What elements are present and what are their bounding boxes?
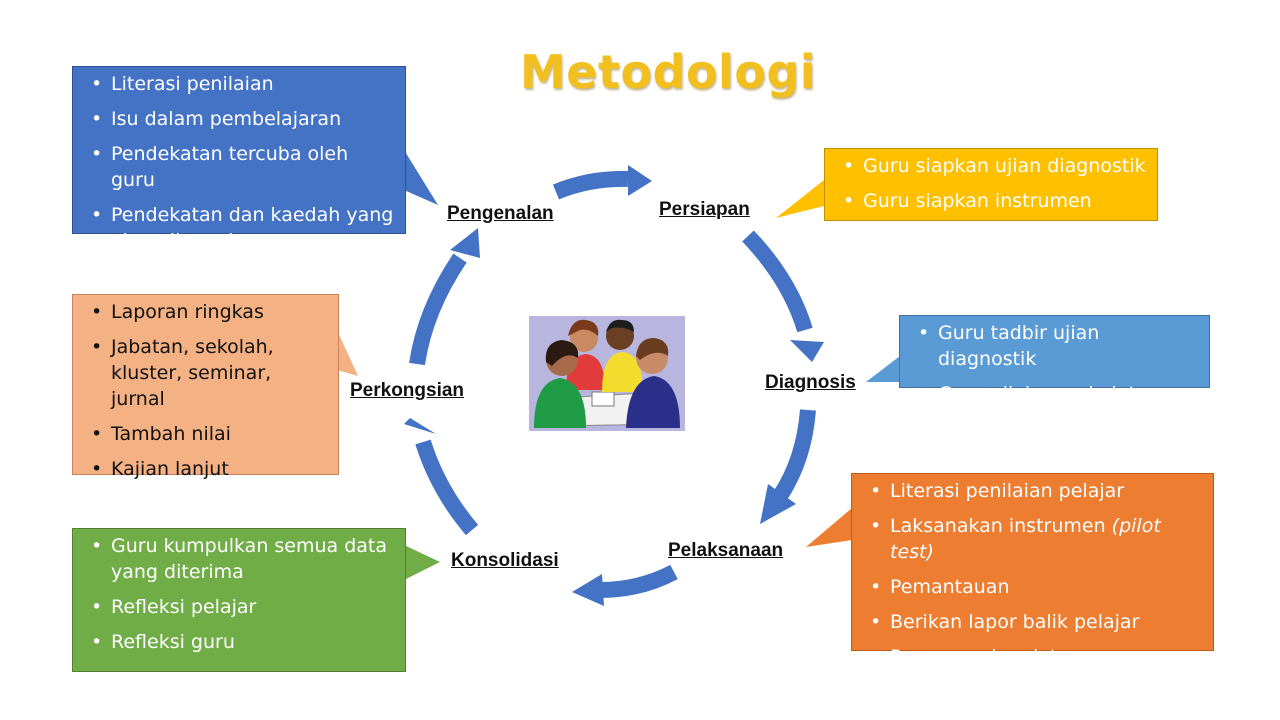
diagnosis-list: Guru tadbir ujian diagnostik Guru nilai … (910, 320, 1199, 407)
arrow-perkongsian-pengenalan (417, 258, 460, 364)
pengenalan-callout-pointer (404, 150, 438, 205)
list-item: Kajian lanjut (83, 456, 328, 482)
diagnosis-callout-pointer (866, 356, 900, 382)
list-item: Guru kumpulkan semua data yang diterima (83, 533, 395, 585)
list-item: Pendekatan tercuba oleh guru (83, 141, 395, 193)
konsolidasi-box: Guru kumpulkan semua data yang diterima … (72, 528, 406, 672)
list-item: Laporan ringkas (83, 299, 328, 325)
perkongsian-callout-pointer (337, 330, 358, 376)
students-illustration (529, 316, 685, 431)
list-item: Guru tadbir ujian diagnostik (910, 320, 1199, 372)
persiapan-callout-pointer (776, 180, 824, 218)
pelaksanaan-callout-pointer (806, 508, 852, 547)
pelaksanaan-box: Literasi penilaian pelajar Laksanakan in… (851, 473, 1214, 651)
slide-title: Metodologi (520, 45, 816, 99)
arrowhead-konsolidasi (572, 574, 604, 606)
arrow-persiapan-diagnosis (748, 236, 805, 330)
arrowhead-perkongsian (404, 418, 436, 434)
arrowhead-persiapan (628, 165, 652, 196)
pengenalan-box: Literasi penilaian Isu dalam pembelajara… (72, 66, 406, 234)
list-item: Isu dalam pembelajaran (83, 106, 395, 132)
perkongsian-list: Laporan ringkas Jabatan, sekolah, kluste… (83, 299, 328, 482)
stage-label-diagnosis: Diagnosis (765, 372, 856, 394)
list-item: Laksanakan instrumen (pilot test) (862, 513, 1203, 565)
pelaksanaan-list: Literasi penilaian pelajar Laksanakan in… (862, 478, 1203, 670)
list-item: Refleksi pelajar (83, 594, 395, 620)
arrowhead-diagnosis (790, 340, 824, 362)
list-item: Literasi penilaian pelajar (862, 478, 1203, 504)
arrow-pengenalan-persiapan (556, 179, 628, 192)
pengenalan-list: Literasi penilaian Isu dalam pembelajara… (83, 71, 395, 254)
list-item: Pemantauan (862, 574, 1203, 600)
list-item-text: Laksanakan instrumen (890, 515, 1106, 537)
list-item: Guru siapkan ujian diagnostik (835, 153, 1147, 179)
arrow-konsolidasi-perkongsian (423, 442, 472, 530)
list-item: Guru nilai semula intrumen (910, 381, 1199, 407)
arrow-diagnosis-pelaksanaan (780, 410, 808, 496)
perkongsian-box: Laporan ringkas Jabatan, sekolah, kluste… (72, 294, 339, 475)
stage-label-pelaksanaan: Pelaksanaan (668, 540, 783, 562)
arrow-pelaksanaan-konsolidasi (600, 572, 674, 590)
list-item: Guru siapkan instrumen (835, 188, 1147, 214)
diagnosis-box: Guru tadbir ujian diagnostik Guru nilai … (899, 315, 1210, 388)
konsolidasi-callout-pointer (404, 545, 440, 580)
list-item: Pengumpulan data (862, 644, 1203, 670)
list-item: Refleksi guru (83, 629, 395, 655)
stage-label-persiapan: Persiapan (659, 199, 750, 221)
list-item: Tambah nilai (83, 421, 328, 447)
list-item: Pendekatan dan kaedah yang akan digunaka… (83, 202, 395, 254)
list-item: Jabatan, sekolah, kluster, seminar, jurn… (83, 334, 328, 412)
list-item: Literasi penilaian (83, 71, 395, 97)
konsolidasi-list: Guru kumpulkan semua data yang diterima … (83, 533, 395, 655)
persiapan-box: Guru siapkan ujian diagnostik Guru siapk… (824, 148, 1158, 221)
stage-label-pengenalan: Pengenalan (447, 203, 554, 225)
stage-label-perkongsian: Perkongsian (350, 380, 464, 402)
list-item: Berikan lapor balik pelajar (862, 609, 1203, 635)
persiapan-list: Guru siapkan ujian diagnostik Guru siapk… (835, 153, 1147, 214)
arrowhead-pengenalan (450, 228, 480, 258)
stage-label-konsolidasi: Konsolidasi (451, 550, 559, 572)
